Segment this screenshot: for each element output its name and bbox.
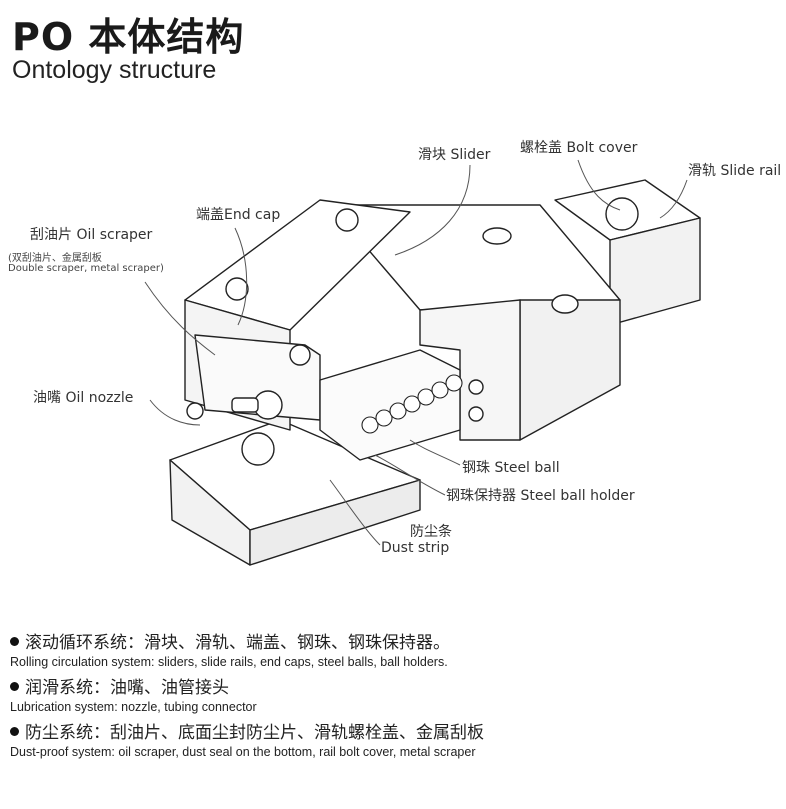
end-cap-hole-2 <box>335 208 359 232</box>
rail-bolt-hole-back <box>605 197 639 231</box>
scraper-hole <box>289 344 311 366</box>
label-dust-strip-en: Dust strip <box>381 540 450 556</box>
system-en: Dust-proof system: oil scraper, dust sea… <box>10 745 476 759</box>
system-en: Rolling circulation system: sliders, sli… <box>10 655 448 669</box>
system-en: Lubrication system: nozzle, tubing conne… <box>10 700 257 714</box>
slider-right-face <box>519 299 621 441</box>
system-list: 滚动循环系统：滑块、滑轨、端盖、钢珠、钢珠保持器。 Rolling circul… <box>10 628 780 763</box>
label-slider: 滑块 Slider <box>418 147 491 163</box>
label-oil-scraper: 刮油片 Oil scraper <box>30 227 153 243</box>
rail-bolt-hole-front <box>241 432 275 466</box>
system-zh: 防尘系统：刮油片、底面尘封防尘片、滑轨螺栓盖、金属刮板 <box>25 723 484 743</box>
page-title: PO 本体结构 <box>12 15 245 59</box>
bullet-icon <box>10 637 19 646</box>
system-item: 防尘系统：刮油片、底面尘封防尘片、滑轨螺栓盖、金属刮板 Dust-proof s… <box>10 718 780 759</box>
system-zh: 润滑系统：油嘴、油管接头 <box>25 678 229 698</box>
end-cap-hole <box>225 277 249 301</box>
system-item: 润滑系统：油嘴、油管接头 Lubrication system: nozzle,… <box>10 673 780 714</box>
leader-lines <box>144 159 688 546</box>
bullet-icon <box>10 727 19 736</box>
oil-nozzle-screw <box>186 402 204 420</box>
label-steel-ball-holder: 钢珠保持器 Steel ball holder <box>446 488 635 504</box>
rail-front-face <box>249 479 421 566</box>
oil-nozzle-body <box>231 397 259 413</box>
slider-front-face <box>419 299 521 441</box>
system-zh: 滚动循环系统：滑块、滑轨、端盖、钢珠、钢珠保持器。 <box>25 633 450 653</box>
label-end-cap: 端盖End cap <box>196 207 281 223</box>
slider-side-hole-2 <box>468 406 484 422</box>
label-steel-ball: 钢珠 Steel ball <box>462 460 560 476</box>
label-bolt-cover: 螺栓盖 Bolt cover <box>520 140 638 156</box>
system-item: 滚动循环系统：滑块、滑轨、端盖、钢珠、钢珠保持器。 Rolling circul… <box>10 628 780 669</box>
label-dust-strip-zh: 防尘条 <box>410 524 452 540</box>
bolt-cover-hole <box>482 227 512 245</box>
page-subtitle: Ontology structure <box>12 56 217 84</box>
label-oil-scraper-note-en: Double scraper, metal scraper) <box>8 263 164 274</box>
ball-channel <box>319 349 461 461</box>
slider-bolt-hole <box>551 294 579 314</box>
label-slide-rail: 滑轨 Slide rail <box>688 163 782 179</box>
slider-side-hole-1 <box>468 379 484 395</box>
label-oil-nozzle: 油嘴 Oil nozzle <box>33 390 134 406</box>
label-oil-scraper-note-zh: (双刮油片、金属刮板 <box>8 253 102 264</box>
steel-balls <box>361 374 463 434</box>
bullet-icon <box>10 682 19 691</box>
